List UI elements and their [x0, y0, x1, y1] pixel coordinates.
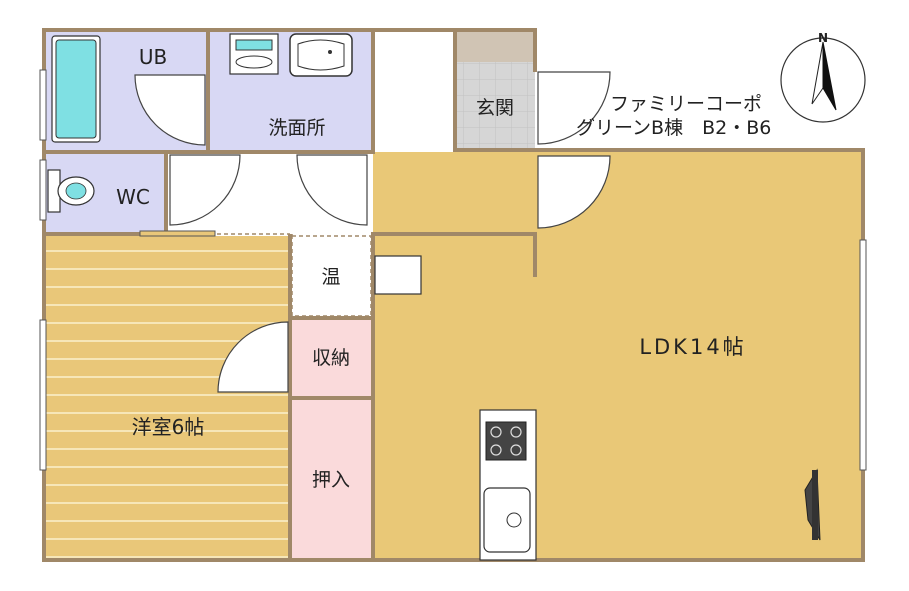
label-ldk: LDK14帖: [639, 335, 746, 359]
storage-floor: [292, 318, 372, 398]
ac-unit: [804, 468, 821, 541]
title-line-1: ファミリーコーポ: [610, 93, 762, 115]
water-heater-box: [291, 235, 372, 317]
windows: [39, 69, 867, 471]
closet-floor: [292, 400, 372, 560]
kitchen-counter: [479, 409, 537, 561]
toilet: [47, 169, 95, 213]
label-entrance: 玄関: [476, 97, 514, 119]
title-line-2: グリーンB棟 B2・B6: [576, 117, 771, 139]
compass-icon: N: [780, 31, 866, 123]
label-closet: 押入: [312, 469, 350, 491]
fridge-space: [374, 255, 422, 295]
western-room-floor: [44, 236, 290, 560]
label-storage: 収納: [312, 347, 350, 369]
entrance-floor: [455, 62, 535, 150]
label-western-room: 洋室6帖: [132, 415, 205, 439]
label-washroom: 洗面所: [268, 117, 325, 139]
label-wc: WC: [116, 185, 150, 209]
ldk-floor: [373, 152, 863, 560]
label-ub: UB: [139, 45, 167, 69]
compass-north-label: N: [818, 31, 828, 45]
wash-basin: [289, 33, 353, 77]
entrance-upper: [455, 30, 535, 62]
washing-machine: [229, 33, 279, 75]
door-swings: [134, 71, 611, 393]
bathtub: [51, 35, 101, 143]
label-water-heater: 温: [321, 266, 340, 288]
